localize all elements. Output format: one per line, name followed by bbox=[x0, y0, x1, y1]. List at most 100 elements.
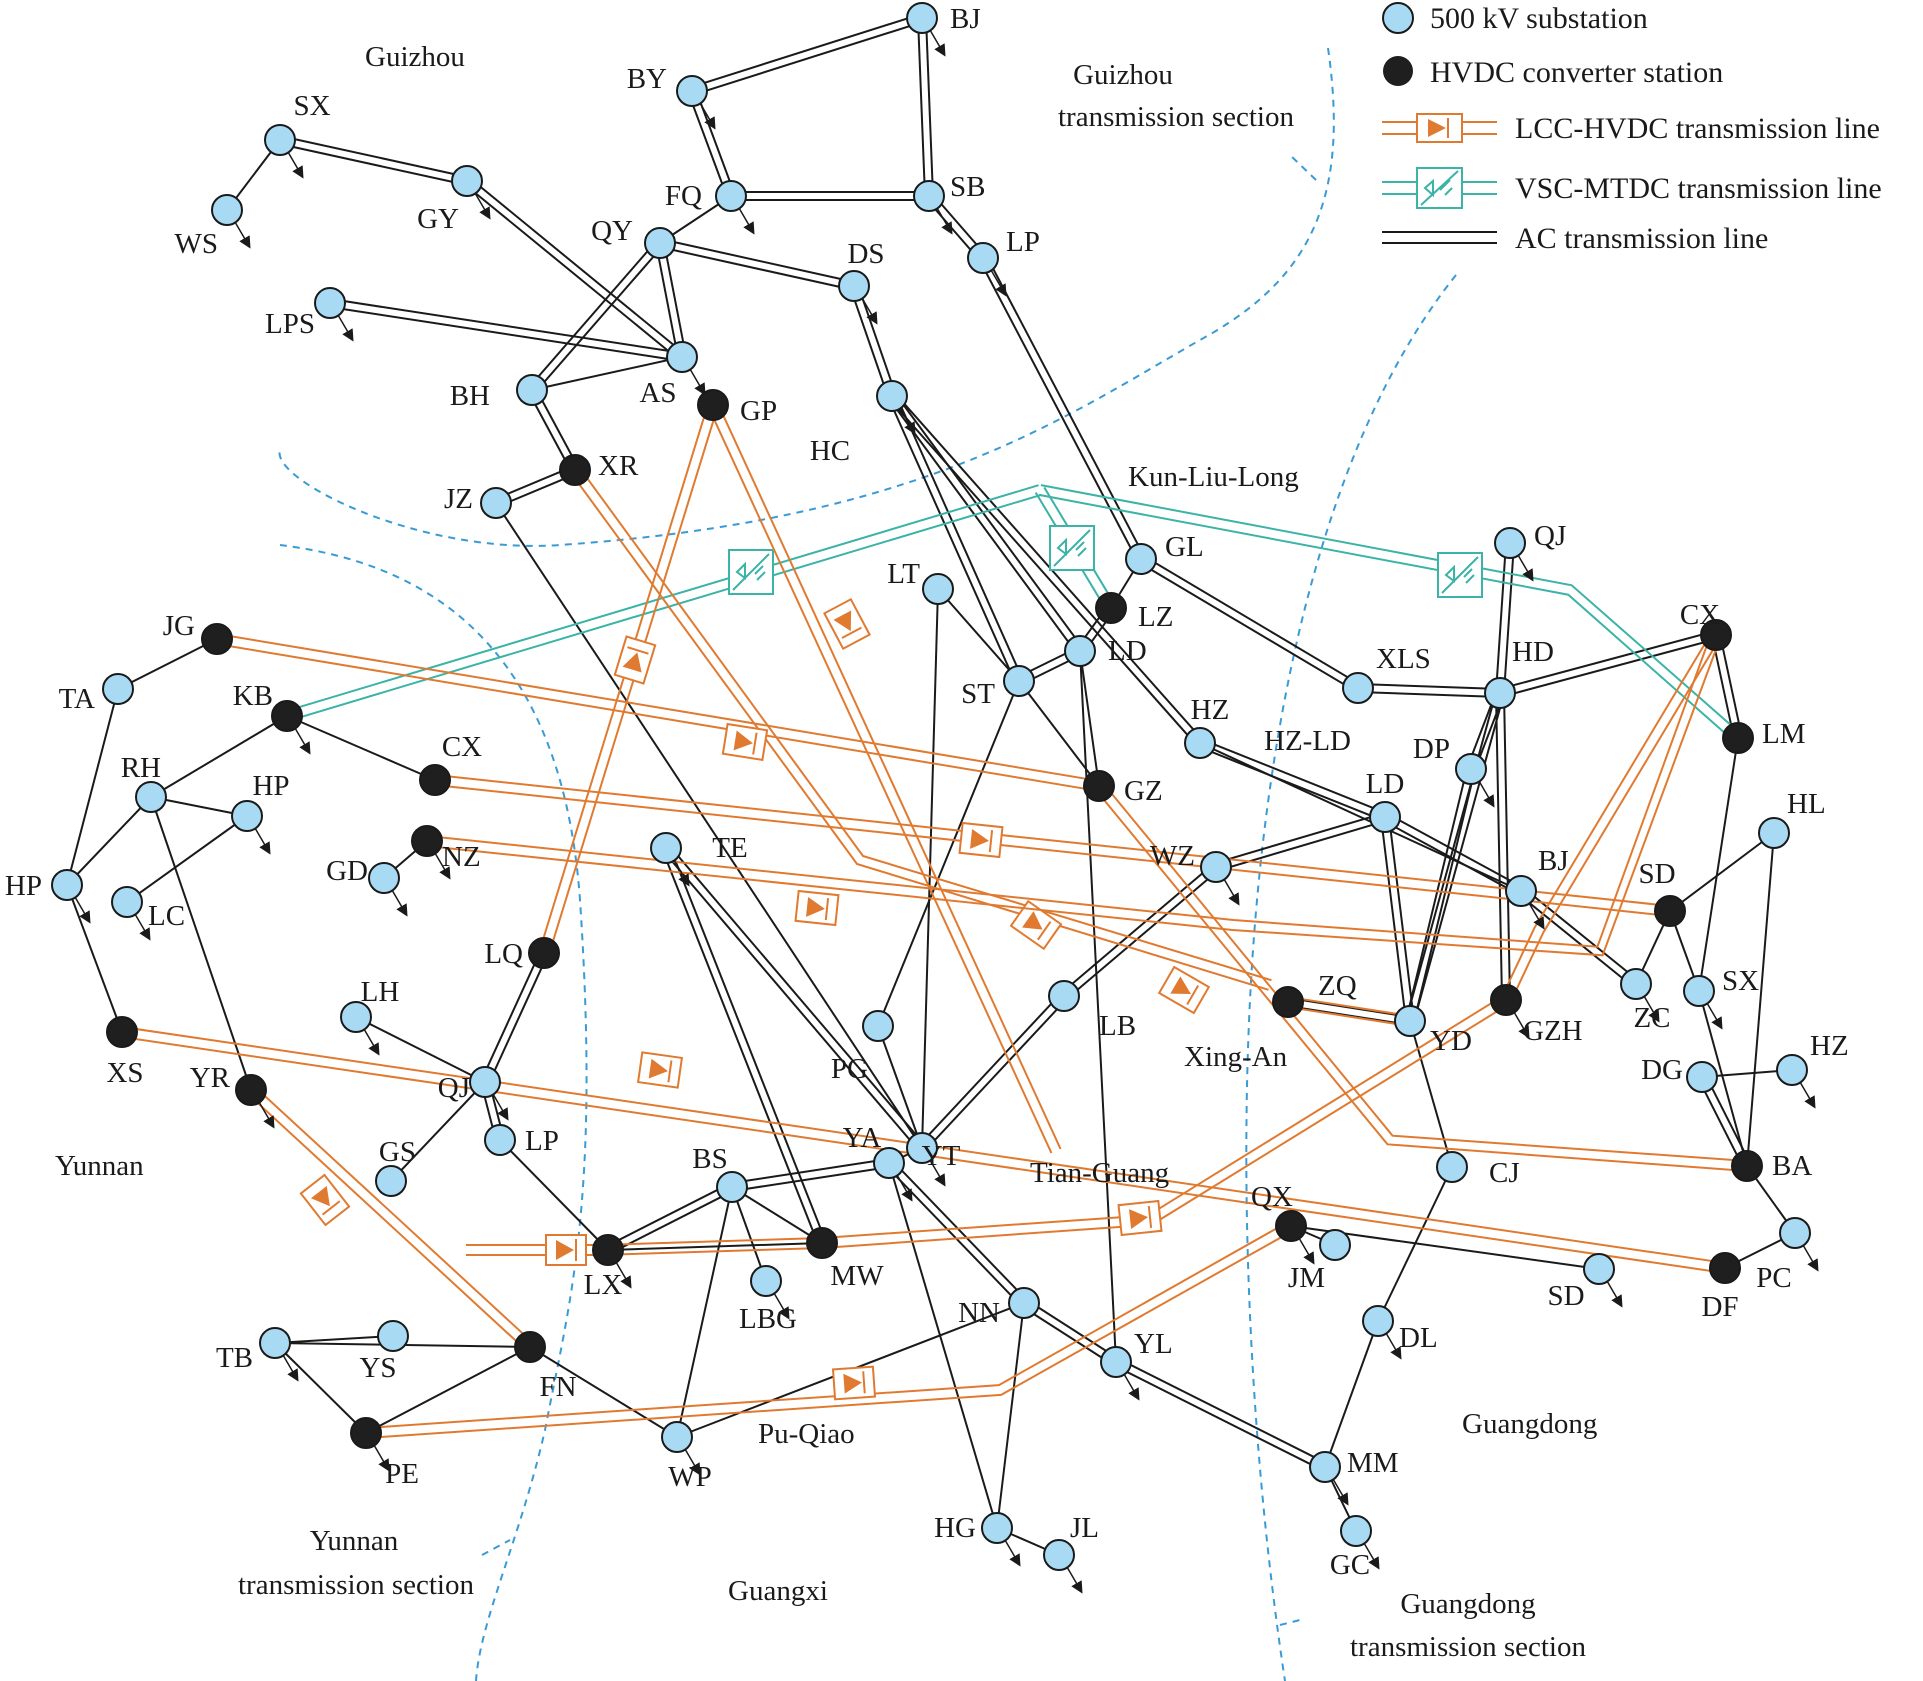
station-label-hl: HL bbox=[1787, 788, 1826, 820]
station-label-ld: LD bbox=[1366, 768, 1405, 800]
lcc-line bbox=[427, 632, 1713, 948]
station-label-lbg: LBG bbox=[739, 1303, 797, 1335]
section-curve bbox=[1245, 274, 1457, 1681]
station-label-te: TE bbox=[712, 832, 747, 864]
ac-line bbox=[921, 588, 939, 1149]
substation-nn bbox=[1008, 1287, 1040, 1319]
substation-hp bbox=[51, 869, 83, 901]
station-label-yd: YD bbox=[1430, 1025, 1472, 1057]
legend-substation-label: 500 kV substation bbox=[1430, 2, 1648, 35]
lcc-lines bbox=[121, 402, 1748, 1439]
substation-dl bbox=[1362, 1305, 1394, 1337]
station-label-gd: GD bbox=[326, 855, 368, 887]
ac-line bbox=[1357, 690, 1500, 698]
load-arrow bbox=[929, 1159, 946, 1187]
load-arrow bbox=[234, 221, 251, 249]
load-arrow bbox=[1223, 878, 1240, 906]
station-label-lps: LPS bbox=[265, 308, 315, 340]
station-label-xls: XLS bbox=[1376, 643, 1431, 675]
substation-ta bbox=[102, 673, 134, 705]
ac-line bbox=[1405, 767, 1469, 1021]
substation-by bbox=[676, 75, 708, 107]
ac-line bbox=[888, 1162, 998, 1529]
substation-yt bbox=[906, 1132, 938, 1164]
legend-vsc-symbol bbox=[1382, 167, 1497, 209]
station-label-ws: WS bbox=[175, 228, 219, 260]
ac-line bbox=[1704, 1074, 1752, 1165]
station-label-qy: QY bbox=[591, 215, 633, 247]
converter-station-lx bbox=[592, 1234, 624, 1266]
station-label-hp: HP bbox=[252, 770, 289, 802]
ac-line bbox=[661, 849, 820, 1245]
load-arrow bbox=[990, 269, 1007, 297]
section-curve bbox=[279, 544, 588, 1681]
load-arrow bbox=[699, 102, 716, 130]
section-curve bbox=[481, 1539, 511, 1556]
ac-line bbox=[690, 13, 922, 89]
substation-lbg bbox=[750, 1265, 782, 1297]
ac-line bbox=[1698, 990, 1748, 1167]
ac-line bbox=[1517, 893, 1635, 988]
load-arrow bbox=[1799, 1081, 1816, 1109]
station-label-yr: YR bbox=[190, 1062, 231, 1094]
ac-line bbox=[1138, 561, 1357, 693]
ac-line bbox=[1201, 738, 1387, 815]
ac-line bbox=[731, 1186, 823, 1244]
station-label-lm: LM bbox=[1762, 718, 1806, 750]
stations bbox=[51, 2, 1811, 1571]
substation-hd bbox=[1484, 677, 1516, 709]
converter-station-sd bbox=[1654, 895, 1686, 927]
lcc-converter-marker bbox=[721, 722, 769, 762]
load-arrow bbox=[363, 1028, 380, 1056]
ac-line bbox=[1021, 1305, 1115, 1367]
converter-station-lq bbox=[528, 937, 560, 969]
substation-pc bbox=[1779, 1217, 1811, 1249]
load-arrow bbox=[1478, 780, 1495, 808]
ac-line bbox=[655, 243, 680, 358]
station-label-hp: HP bbox=[5, 870, 42, 902]
station-label-hz: HZ bbox=[1810, 1030, 1849, 1062]
station-label-wz: WZ bbox=[1150, 840, 1195, 872]
converter-station-nz bbox=[411, 825, 443, 857]
lcc-line bbox=[716, 402, 1062, 1150]
station-label-yt: YT bbox=[922, 1140, 961, 1172]
station-label-mw: MW bbox=[830, 1260, 884, 1292]
station-label-jz: JZ bbox=[444, 483, 473, 515]
legend-substation-symbol bbox=[1382, 2, 1414, 34]
corridor-tian-guang: Tian-Guang bbox=[1030, 1157, 1169, 1189]
region-guizhou: Guizhou bbox=[365, 41, 465, 73]
load-arrow bbox=[861, 297, 878, 325]
ac-line bbox=[66, 796, 152, 886]
lcc-converter-marker bbox=[1009, 899, 1063, 951]
converter-station-pe bbox=[350, 1417, 382, 1449]
ac-line bbox=[731, 1186, 767, 1282]
load-arrow bbox=[434, 852, 451, 880]
substation-sb bbox=[913, 180, 945, 212]
station-label-lc: LC bbox=[148, 900, 185, 932]
ac-line bbox=[887, 397, 1017, 684]
load-arrow bbox=[1528, 902, 1545, 930]
region-guangdong: Guangdong bbox=[1462, 1408, 1597, 1440]
station-label-nn: NN bbox=[958, 1297, 1000, 1329]
substation-fq bbox=[715, 180, 747, 212]
load-arrow bbox=[896, 1174, 913, 1202]
load-arrow bbox=[1385, 1332, 1402, 1360]
lcc-converter-marker bbox=[545, 1234, 587, 1266]
ac-line bbox=[978, 259, 1139, 562]
ac-line bbox=[1711, 635, 1736, 740]
station-label-yl: YL bbox=[1134, 1328, 1173, 1360]
lcc-line bbox=[529, 994, 1504, 1247]
station-label-dg: DG bbox=[1641, 1054, 1683, 1086]
station-label-gp: GP bbox=[740, 395, 777, 427]
ac-line bbox=[607, 1242, 823, 1251]
substation-bj bbox=[906, 2, 938, 34]
converter-station-xr bbox=[559, 454, 591, 486]
load-arrow bbox=[1123, 1373, 1140, 1401]
station-label-zc: ZC bbox=[1633, 1002, 1670, 1034]
lcc-converter-marker bbox=[823, 597, 871, 651]
ac-line bbox=[660, 238, 856, 284]
load-arrow bbox=[738, 207, 755, 235]
converter-station-xs bbox=[106, 1016, 138, 1048]
ac-line bbox=[1079, 650, 1100, 787]
substation-lp bbox=[484, 1124, 516, 1156]
